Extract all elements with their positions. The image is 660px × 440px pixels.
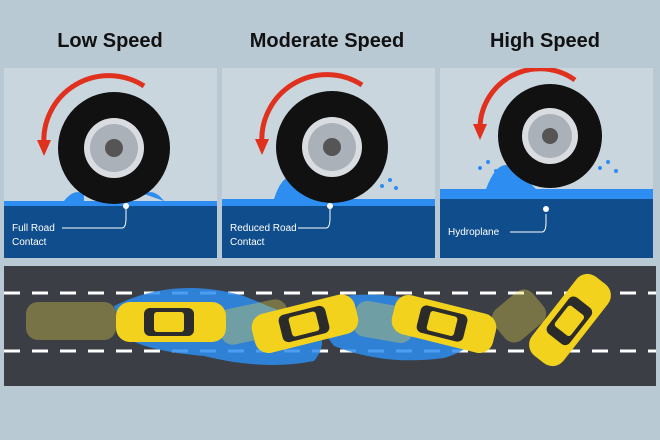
arrow-head-icon <box>37 140 51 156</box>
high-speed-illustration <box>440 68 653 258</box>
water-splash-icon <box>478 160 618 173</box>
label-line-2: Contact <box>12 237 47 248</box>
road-strip <box>4 266 656 386</box>
title-moderate-speed: Moderate Speed <box>249 30 405 52</box>
label-line-2: Contact <box>230 237 265 248</box>
label-line-1: Reduced Road <box>230 223 297 234</box>
contact-leader-line <box>62 208 127 229</box>
label-hydroplane: Hydroplane <box>448 226 499 240</box>
title-low-speed: Low Speed <box>57 30 163 52</box>
label-full-road-contact: Full Road Contact <box>12 222 55 250</box>
car-icon <box>251 294 359 354</box>
low-speed-illustration <box>4 73 217 258</box>
contact-leader-line <box>298 208 331 229</box>
panel-low-speed: Full Road Contact <box>4 68 217 258</box>
panel-moderate-speed: Reduced Road Contact <box>222 68 435 258</box>
car-icon <box>391 294 497 354</box>
road-illustration <box>4 273 656 367</box>
rotation-arrow-icon <box>259 72 364 146</box>
contact-point-icon <box>327 203 333 209</box>
label-line-1: Full Road <box>12 223 55 234</box>
water-layer <box>440 189 653 199</box>
road-surface <box>222 205 435 258</box>
car-icon <box>116 302 226 342</box>
contact-point-icon <box>543 206 549 212</box>
contact-leader-line <box>510 214 547 233</box>
rotation-arrow-icon <box>41 73 146 147</box>
moderate-speed-illustration <box>222 72 435 258</box>
water-wedge-icon <box>486 164 536 189</box>
title-high-speed: High Speed <box>489 30 600 52</box>
rotation-arrow-icon <box>477 68 577 131</box>
tire-icon <box>276 91 388 203</box>
water-splash-icon <box>64 192 164 201</box>
label-reduced-road-contact: Reduced Road Contact <box>230 222 297 250</box>
water-splash-icon <box>380 178 398 190</box>
car-icon <box>529 273 611 367</box>
arrow-head-icon <box>473 124 487 140</box>
contact-point-icon <box>123 203 129 209</box>
label-line-1: Hydroplane <box>448 227 500 238</box>
tire-icon <box>498 84 602 188</box>
tire-icon <box>58 92 170 204</box>
arrow-head-icon <box>255 139 269 155</box>
panel-high-speed: Hydroplane <box>440 68 653 258</box>
road-surface <box>4 205 217 258</box>
